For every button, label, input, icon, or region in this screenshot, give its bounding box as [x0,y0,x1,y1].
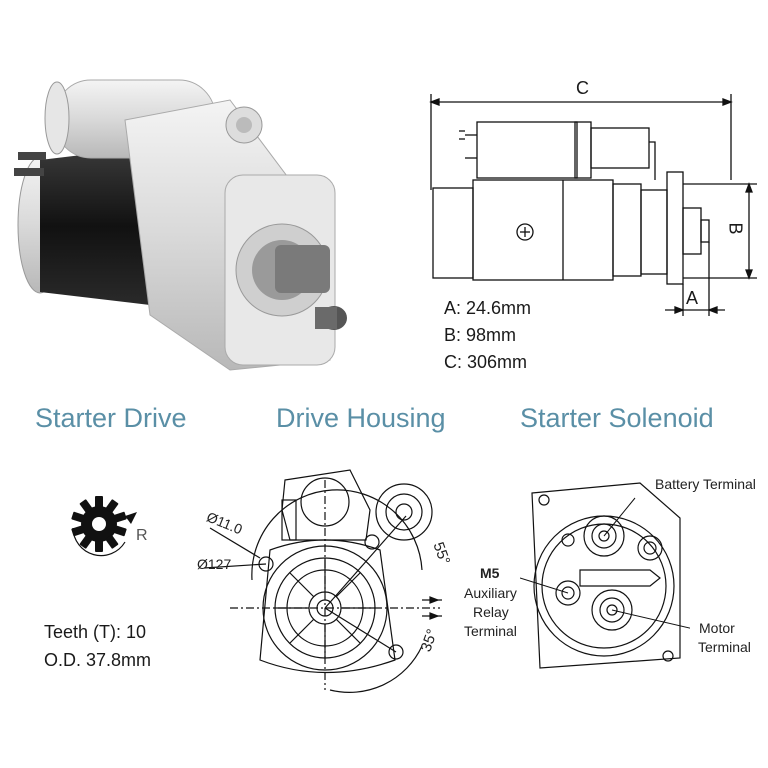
pinion-gear-icon [71,496,137,557]
outer-diameter: O.D. 37.8mm [44,650,152,670]
teeth-count: Teeth (T): 10 [44,622,147,642]
aux-relay-label-2: Relay [473,604,509,620]
dim-c-value: C: 306mm [444,352,528,372]
motor-terminal-label-2: Terminal [698,639,751,655]
dim-b-label: B [725,222,746,235]
side-view-drawing [429,94,757,316]
dim-b-value: B: 98mm [444,325,517,345]
aux-relay-label-3: Terminal [464,623,517,639]
motor-terminal-label-1: Motor [699,620,735,636]
title-drive-housing: Drive Housing [276,403,446,433]
battery-terminal-label: Battery Terminal [655,476,756,492]
title-starter-solenoid: Starter Solenoid [520,403,714,433]
dim-a-value: A: 24.6mm [444,298,532,318]
starter-motor-photo [14,79,347,371]
solenoid-drawing [520,482,690,669]
rotation-label: R [136,527,148,544]
drive-housing-drawing [203,469,442,693]
dim-a-label: A [686,288,699,308]
title-starter-drive: Starter Drive [35,403,187,433]
dim-c-label: C [576,78,589,98]
bolt-circle-diameter: Ø127 [197,556,232,572]
aux-relay-label-1: Auxiliary [464,585,517,601]
m5-label: M5 [480,565,500,581]
